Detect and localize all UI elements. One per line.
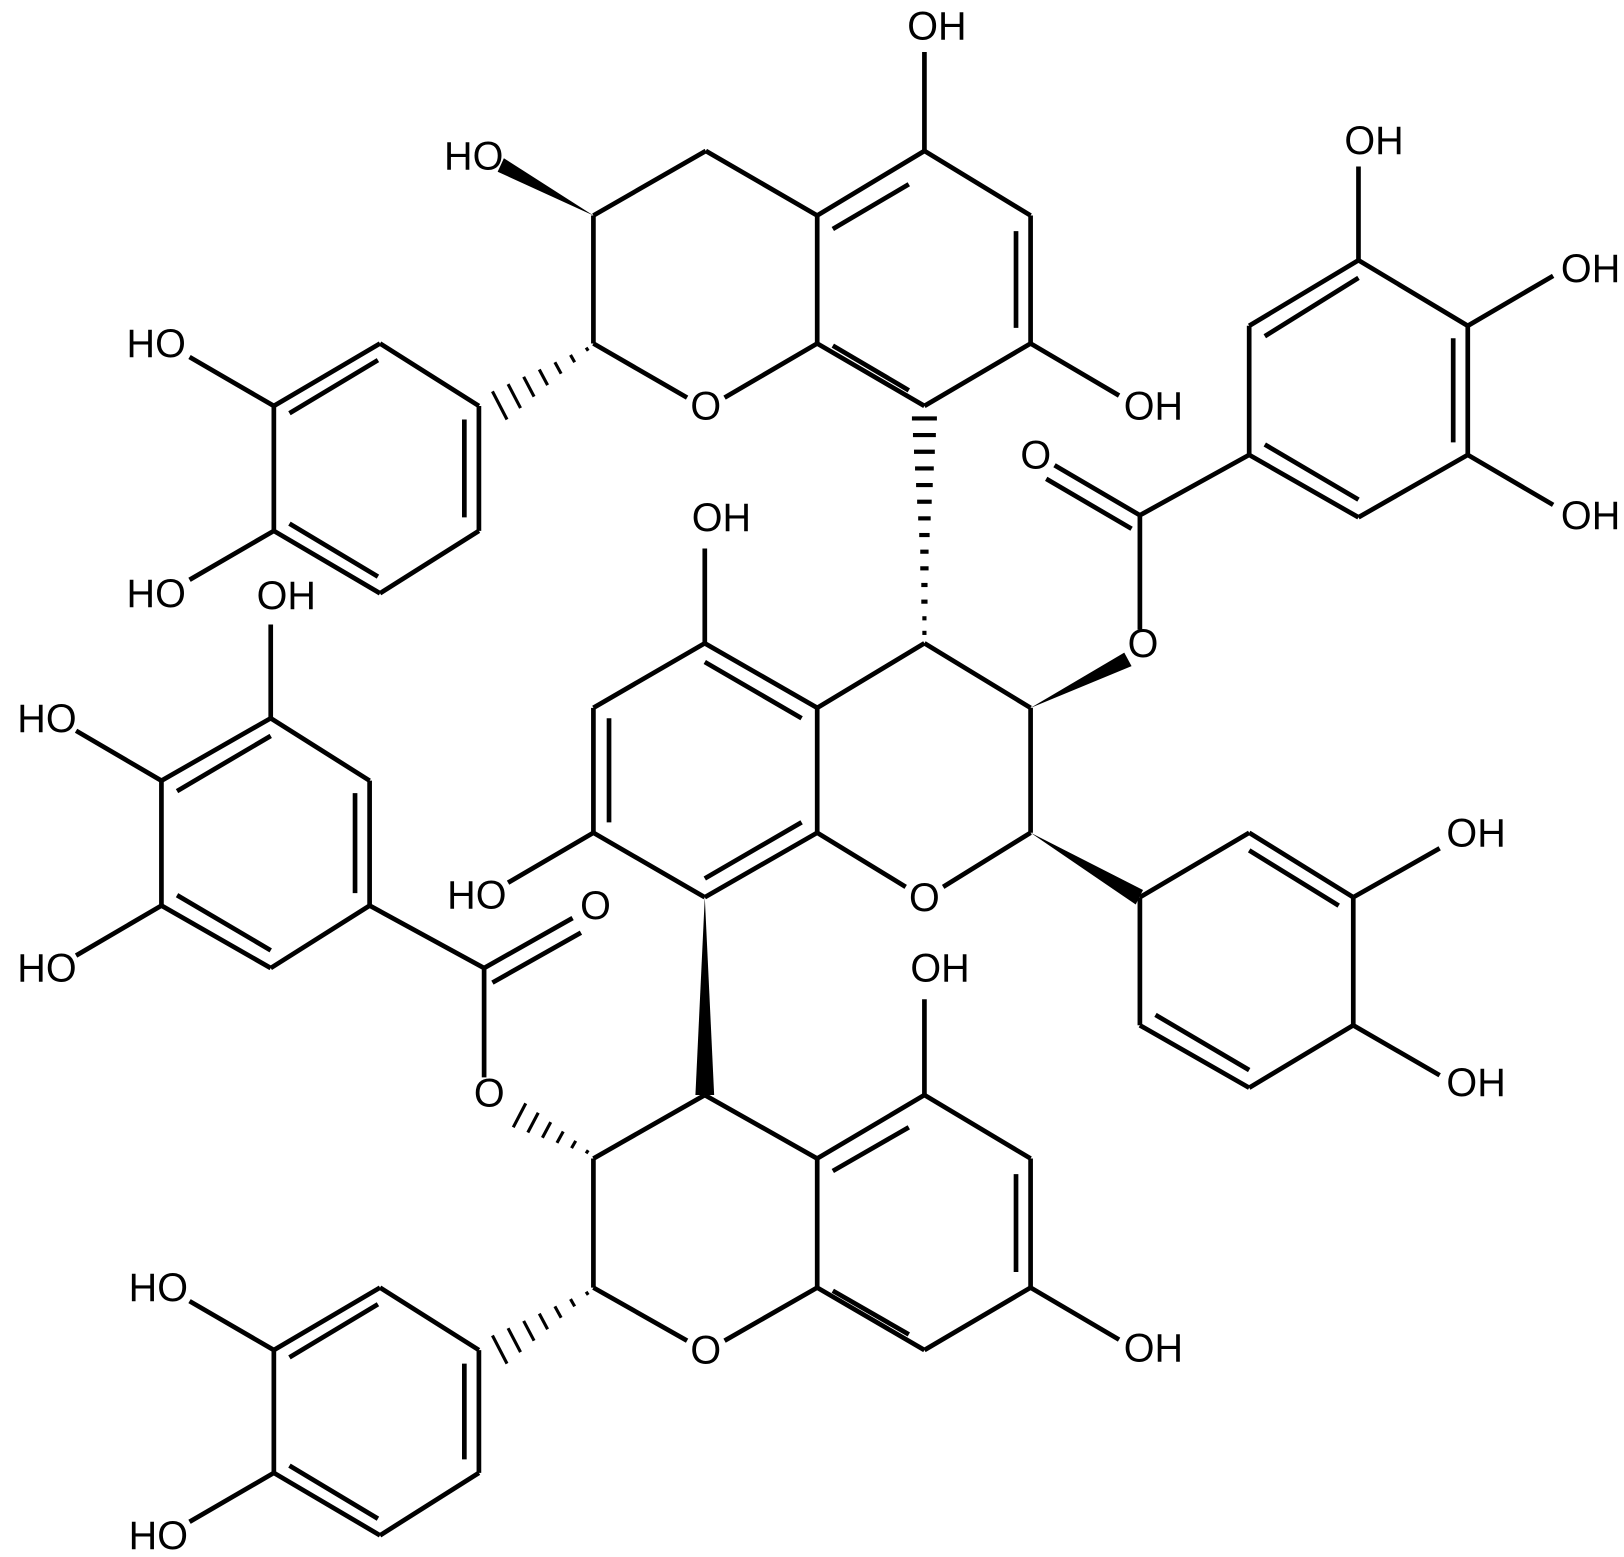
ho-label: HO <box>129 1266 188 1310</box>
oh-label: OH <box>1561 494 1620 538</box>
ho-label: HO <box>127 322 186 366</box>
interflavan-hashed-bond-upper <box>911 416 937 635</box>
oh-label: OH <box>910 947 969 991</box>
hashed-bond <box>511 1102 590 1155</box>
oh-label: OH <box>1344 119 1403 163</box>
top-flavan-unit <box>188 52 1121 596</box>
ho-label: HO <box>129 1514 188 1552</box>
oh-label: OH <box>257 574 316 618</box>
ester-oxygen-label: O <box>474 1071 505 1115</box>
right-galloyl-group <box>1030 166 1555 708</box>
oh-label: OH <box>907 5 966 49</box>
ho-label: HO <box>447 874 506 918</box>
ring-oxygen-label: O <box>690 1329 721 1373</box>
oh-label: OH <box>1124 1327 1183 1371</box>
hashed-bond <box>491 346 590 421</box>
ring-oxygen-label: O <box>909 876 940 920</box>
bottom-flavan-unit <box>188 999 1121 1538</box>
oh-label: OH <box>692 496 751 540</box>
hashed-bond <box>491 1290 590 1365</box>
ring-oxygen-label: O <box>690 384 721 428</box>
oh-label: OH <box>1446 1061 1505 1105</box>
ho-label: HO <box>444 135 503 179</box>
oh-label: OH <box>1124 384 1183 428</box>
interflavan-wedge-bond-lower <box>695 897 715 1096</box>
oh-label: OH <box>1561 247 1620 291</box>
left-galloyl-group <box>74 624 583 1078</box>
carbonyl-oxygen-label: O <box>580 884 611 928</box>
ho-label: HO <box>127 572 186 616</box>
ho-label: HO <box>17 947 76 991</box>
carbonyl-oxygen-label: O <box>1020 433 1051 477</box>
atom-labels: OH HO HO O OH HO OH OH OH O OH OH O HO O… <box>17 5 1620 1557</box>
middle-flavan-unit <box>506 548 1441 1090</box>
ester-oxygen-label: O <box>1128 622 1159 666</box>
oh-label: OH <box>1446 811 1505 855</box>
ho-label: HO <box>17 697 76 741</box>
